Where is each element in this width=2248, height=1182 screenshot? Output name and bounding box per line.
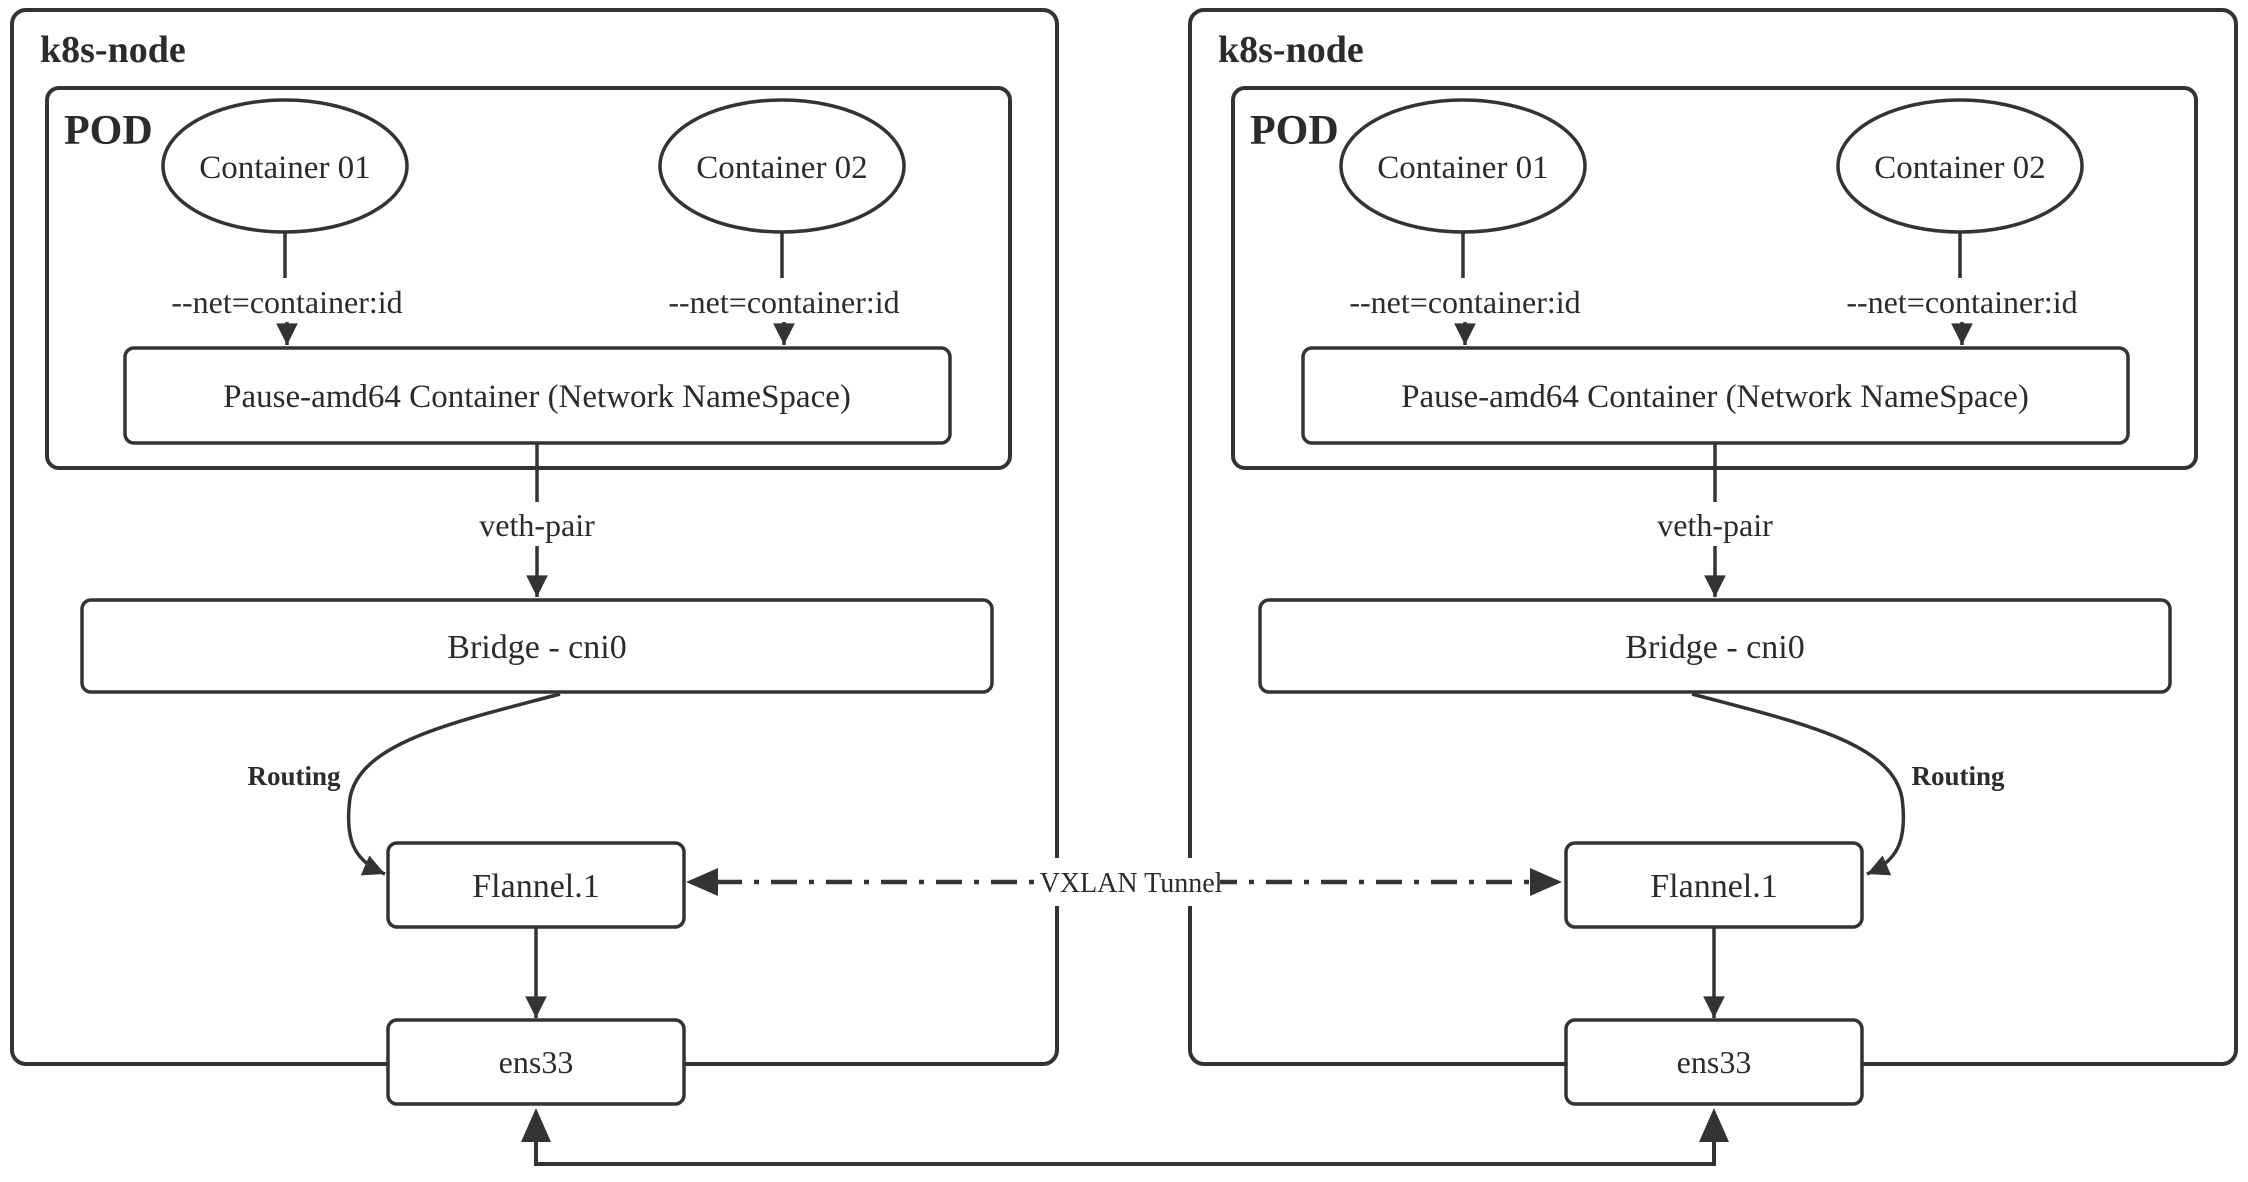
ens33-box [386,1018,686,1106]
bridge-box [80,598,994,694]
node-link-arrowhead-left [521,1108,551,1142]
veth-label-bg [462,502,612,546]
veth-label-bg [1640,502,1790,546]
vxlan-tunnel-label: VXLAN Tunnel [1040,868,1223,899]
k8s-node-title: k8s-node [1218,29,1364,71]
routing-curve [346,692,561,876]
node-link-connector [534,1140,1716,1166]
flannel-label: Flannel.1 [472,868,599,905]
bridge-label: Bridge - cni0 [1625,629,1804,666]
node-link [521,1108,1729,1166]
veth-label: veth-pair [479,507,595,543]
pause-container-label: Pause-amd64 Container (Network NameSpace… [1401,379,2029,415]
container-02-label: Container 02 [696,150,867,186]
bridge-label: Bridge - cni0 [447,629,626,666]
veth-label: veth-pair [1657,507,1773,543]
net-label-1: --net=container:id [1349,284,1580,320]
net-label-2: --net=container:id [668,284,899,320]
pod-title: POD [1250,108,1339,154]
pod-title: POD [64,108,153,154]
ens33-label: ens33 [499,1044,574,1080]
flannel-label: Flannel.1 [1650,868,1777,905]
k8s-node-right: k8s-node POD Container 01 Container 02 -… [1188,8,2238,1106]
k8s-node-title: k8s-node [40,29,186,71]
container-02-label: Container 02 [1874,150,2045,186]
k8s-node-left: k8s-node POD Container 01 Container 02 -… [10,8,1059,1106]
pod-box [45,86,1012,470]
routing-label: Routing [247,761,341,791]
node-link-arrowhead-right [1699,1108,1729,1142]
vxlan-label-bg [1042,858,1220,906]
container-01-label: Container 01 [199,150,370,186]
ens33-box [1564,1018,1864,1106]
net-label-1: --net=container:id [171,284,402,320]
routing-label: Routing [1911,761,2005,791]
net-label-2: --net=container:id [1846,284,2077,320]
pause-container-label: Pause-amd64 Container (Network NameSpace… [223,379,851,415]
container-01-label: Container 01 [1377,150,1548,186]
routing-curve [1691,692,1906,876]
ens33-label: ens33 [1677,1044,1752,1080]
vxlan-tunnel: VXLAN Tunnel [686,858,1562,906]
vxlan-arrowhead-left [686,868,718,896]
bridge-box [1258,598,2172,694]
vxlan-arrowhead-right [1530,868,1562,896]
